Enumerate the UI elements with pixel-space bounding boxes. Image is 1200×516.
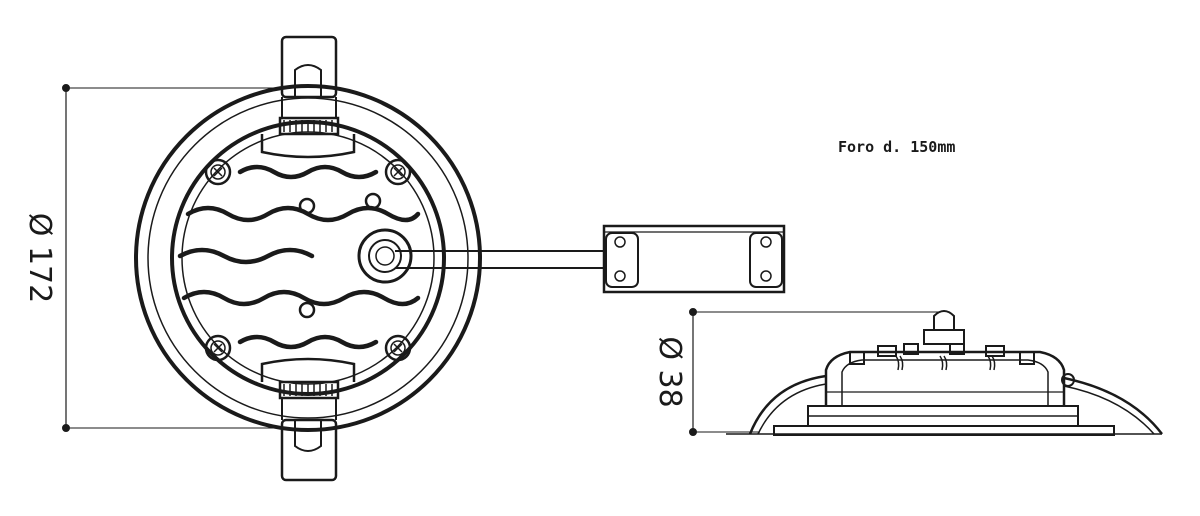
dimension-terminator-top xyxy=(62,84,70,92)
outer-rim xyxy=(134,84,482,432)
spring-arm-right xyxy=(1063,376,1163,435)
side-fins xyxy=(849,343,1035,371)
fin-2 xyxy=(185,205,421,223)
height-dimension xyxy=(689,308,940,436)
housing-body xyxy=(824,350,1066,406)
cable-gland xyxy=(357,228,413,284)
fin-4 xyxy=(181,289,421,307)
mount-hole-3 xyxy=(298,301,316,319)
screw-top-left xyxy=(204,158,232,186)
screw-bottom-left xyxy=(204,334,232,362)
spring-clip-top xyxy=(260,35,356,159)
driver-screw xyxy=(614,236,772,282)
mount-hole-2 xyxy=(364,192,382,210)
trim-ring xyxy=(807,405,1079,427)
spring-clip-bottom xyxy=(260,357,356,482)
power-cable xyxy=(395,250,604,269)
diameter-label: Ø 172 xyxy=(22,213,57,303)
height-label: Ø 38 xyxy=(652,336,687,407)
heatsink-fins xyxy=(177,164,421,350)
mount-hole-1 xyxy=(298,197,316,215)
fin-3 xyxy=(177,247,315,265)
side-cable-gland xyxy=(923,310,965,345)
front-view xyxy=(134,35,482,482)
spring-arm-left xyxy=(748,374,827,435)
fin-1 xyxy=(237,164,379,180)
diameter-dimension xyxy=(62,84,278,432)
fin-5 xyxy=(237,334,379,350)
screw-top-right xyxy=(384,158,412,186)
hole-note: Foro d. 150mm xyxy=(838,138,955,156)
dimension-terminator-bottom xyxy=(62,424,70,432)
screw-bottom-right xyxy=(384,334,412,362)
driver-box xyxy=(602,224,786,294)
rim-inner-edge xyxy=(147,97,469,419)
side-view xyxy=(726,310,1163,436)
